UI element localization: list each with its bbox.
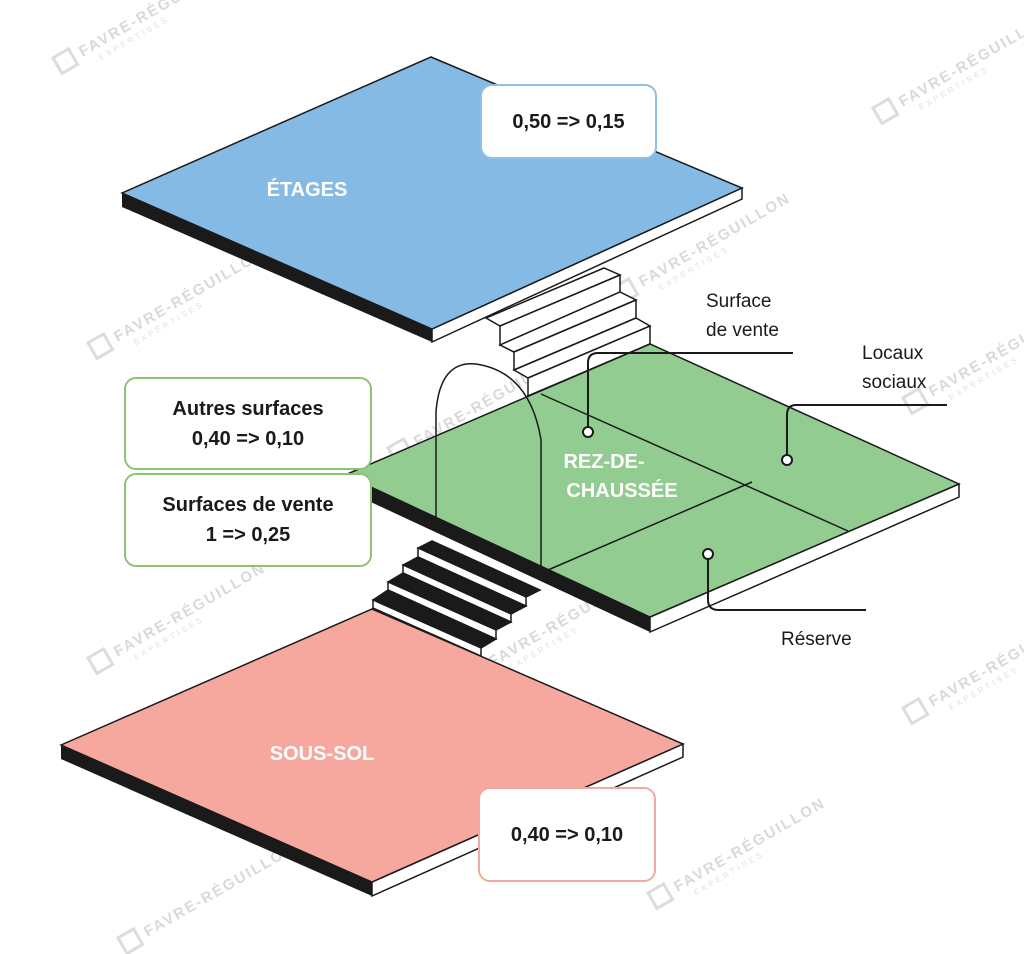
floor-etages-label: ÉTAGES (267, 178, 348, 201)
etages-coefficient: 0,50 => 0,15 (512, 110, 625, 133)
floor-sous-sol-top (59, 608, 685, 883)
callout-dot-reserve (702, 548, 714, 560)
callout-dot-surface-de-vente (582, 426, 594, 438)
callout-surface-de-vente-1: Surface (706, 291, 771, 312)
floor-rdc-label-2: CHAUSSÉE (566, 479, 677, 502)
autres-surfaces-coefficient: 0,40 => 0,10 (191, 427, 305, 450)
surfaces-de-vente-box: Surfaces de vente 1 => 0,25 (124, 473, 372, 567)
callout-leaders (587, 352, 947, 611)
lower-stairs (371, 540, 542, 658)
autres-surfaces-box: Autres surfaces 0,40 => 0,10 (124, 377, 372, 470)
floor-sous-sol: SOUS-SOL (59, 608, 685, 898)
callout-reserve: Réserve (781, 629, 852, 650)
svg-text:FAVRE-RÉGUILLON: FAVRE-RÉGUILLON (896, 10, 1024, 111)
etages-coefficient-box: 0,50 => 0,15 (480, 84, 657, 159)
sous-sol-coefficient-box: 0,40 => 0,10 (478, 787, 656, 882)
floor-rdc: REZ-DE- CHAUSSÉE (343, 343, 961, 634)
arch-doorway (435, 363, 542, 573)
surfaces-de-vente-coefficient: 1 => 0,25 (205, 524, 291, 546)
sous-sol-coefficient: 0,40 => 0,10 (510, 823, 624, 846)
callout-surface-de-vente-2: de vente (706, 320, 779, 341)
callout-locaux-sociaux-1: Locaux (862, 343, 924, 364)
callout-dot-locaux-sociaux (781, 454, 793, 466)
svg-text:FAVRE-RÉGUILLON: FAVRE-RÉGUILLON (111, 560, 269, 661)
svg-text:FAVRE-RÉGUILLON: FAVRE-RÉGUILLON (141, 840, 299, 941)
autres-surfaces-title: Autres surfaces (172, 397, 324, 420)
floor-rdc-label-1: REZ-DE- (563, 451, 644, 473)
svg-text:FAVRE-RÉGUILLON: FAVRE-RÉGUILLON (671, 795, 829, 896)
surfaces-de-vente-title: Surfaces de vente (162, 494, 334, 516)
floor-sous-sol-label: SOUS-SOL (270, 743, 374, 765)
callout-locaux-sociaux-2: sociaux (862, 372, 927, 393)
